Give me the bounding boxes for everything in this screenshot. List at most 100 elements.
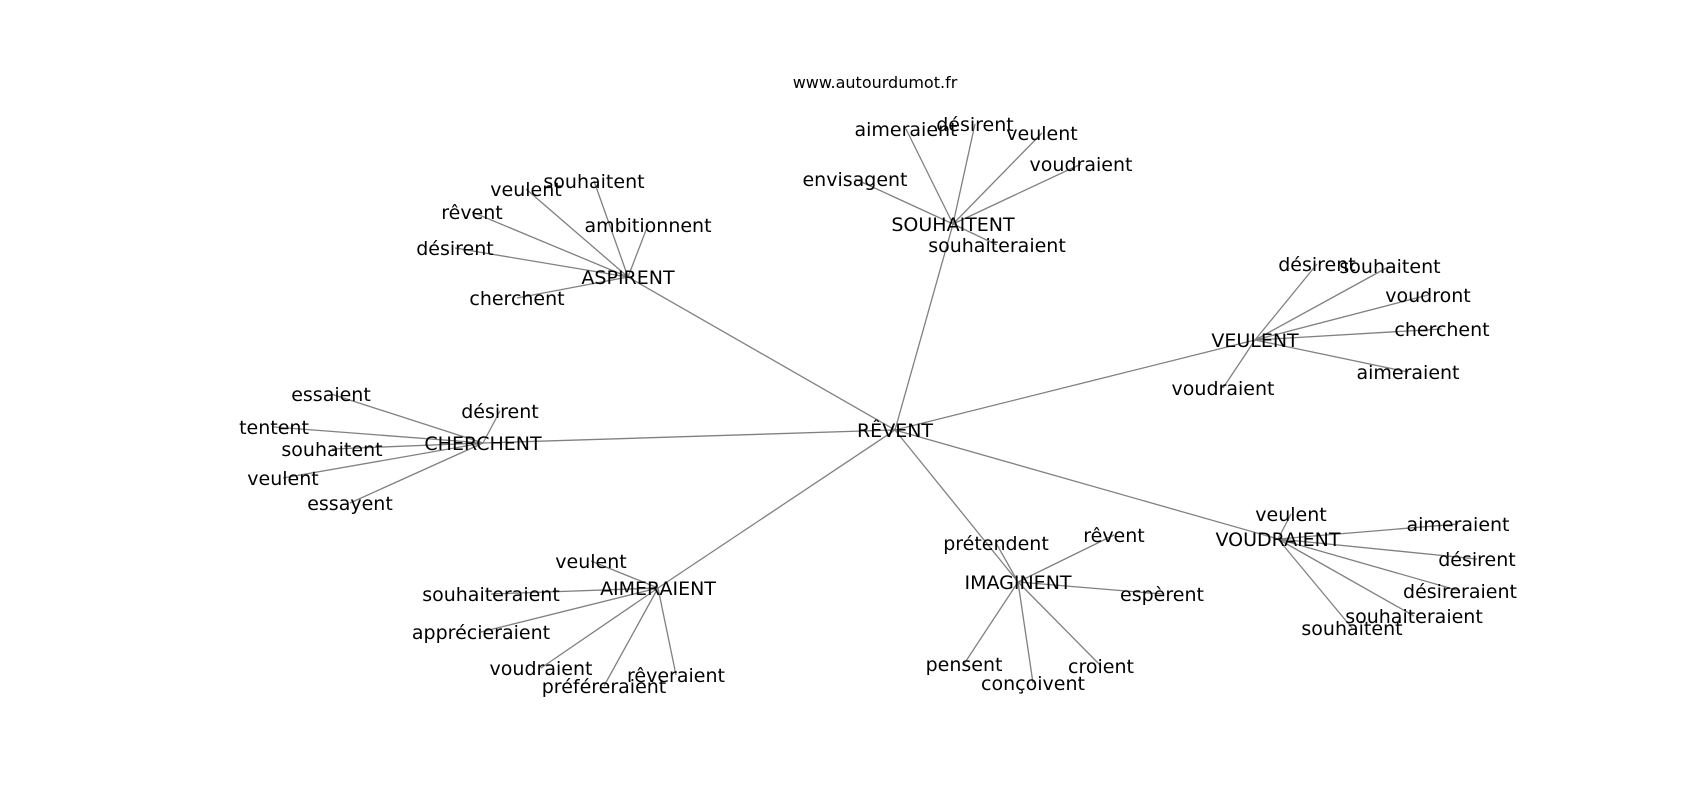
edge-hub-1-child-2 <box>952 132 1043 225</box>
edge-center-to-hub-0 <box>627 276 896 431</box>
edge-hub-2-child-4 <box>1254 339 1409 373</box>
leaf-word-4-4[interactable]: rêveraient <box>627 665 725 687</box>
leaf-word-0-1[interactable]: souhaitent <box>543 171 644 193</box>
leaf-word-5-2[interactable]: espèrent <box>1120 584 1204 606</box>
edge-hub-3-child-5 <box>349 442 484 504</box>
edge-hub-2-child-3 <box>1254 328 1443 341</box>
leaf-word-3-4[interactable]: veulent <box>247 468 318 490</box>
leaf-word-3-1[interactable]: désirent <box>461 401 539 423</box>
leaf-word-3-3[interactable]: souhaitent <box>281 439 382 461</box>
leaf-word-0-3[interactable]: ambitionnent <box>584 215 711 237</box>
edge-hub-5-child-3 <box>963 581 1019 665</box>
leaf-word-0-2[interactable]: rêvent <box>441 202 503 224</box>
edge-hub-2-child-2 <box>1254 294 1429 341</box>
edge-hub-4-child-4 <box>657 587 677 676</box>
leaf-word-1-1[interactable]: désirent <box>936 114 1014 136</box>
edge-center-to-hub-3 <box>482 429 896 444</box>
edge-hub-4-child-1 <box>490 587 659 595</box>
edge-hub-5-child-4 <box>1017 581 1102 667</box>
leaf-word-1-0[interactable]: aimeraient <box>854 119 957 141</box>
hub-word-1[interactable]: SOUHAITENT <box>891 214 1015 236</box>
leaf-word-4-0[interactable]: veulent <box>555 551 626 573</box>
edge-hub-5-child-0 <box>995 542 1019 583</box>
edge-hub-3-child-4 <box>282 442 484 479</box>
edge-hub-4-child-0 <box>590 560 659 589</box>
leaf-word-3-2[interactable]: tentent <box>239 417 309 439</box>
leaf-word-6-3[interactable]: désireraient <box>1403 581 1517 603</box>
leaf-word-0-4[interactable]: désirent <box>416 238 494 260</box>
edge-hub-1-child-0 <box>905 128 954 225</box>
leaf-word-5-0[interactable]: prétendent <box>943 533 1049 555</box>
leaf-word-4-2[interactable]: apprécieraient <box>412 622 550 644</box>
hub-word-6[interactable]: VOUDRAIENT <box>1215 529 1340 551</box>
edge-center-to-hub-5 <box>894 429 1019 583</box>
leaf-word-5-4[interactable]: croient <box>1068 656 1134 678</box>
leaf-word-1-5[interactable]: souhaiteraient <box>928 235 1066 257</box>
leaf-word-6-2[interactable]: désirent <box>1438 549 1516 571</box>
edge-hub-1-child-3 <box>952 163 1082 225</box>
edge-hub-2-child-0 <box>1254 263 1318 341</box>
edge-hub-6-child-2 <box>1277 538 1478 560</box>
edge-hub-0-child-4 <box>454 247 629 278</box>
edge-hub-3-child-2 <box>273 426 484 444</box>
leaf-word-6-0[interactable]: veulent <box>1255 504 1326 526</box>
leaf-word-5-3[interactable]: pensent <box>926 654 1003 676</box>
leaf-word-1-3[interactable]: voudraient <box>1030 154 1133 176</box>
leaf-word-3-0[interactable]: essaient <box>291 384 371 406</box>
leaf-word-1-2[interactable]: veulent <box>1006 123 1077 145</box>
leaf-word-3-5[interactable]: essayent <box>307 493 393 515</box>
leaf-word-0-5[interactable]: cherchent <box>469 288 564 310</box>
edge-center-to-hub-6 <box>894 429 1279 540</box>
edge-hub-4-child-2 <box>480 587 659 633</box>
edge-hub-1-child-5 <box>952 223 998 246</box>
leaf-word-4-1[interactable]: souhaiteraient <box>422 584 560 606</box>
edge-hub-1-child-1 <box>952 123 976 225</box>
leaf-word-4-5[interactable]: préféreraient <box>542 676 667 698</box>
leaf-word-6-5[interactable]: souhaitent <box>1301 618 1402 640</box>
hub-word-2[interactable]: VEULENT <box>1211 330 1299 352</box>
leaf-word-4-3[interactable]: voudraient <box>490 658 593 680</box>
edge-hub-3-child-0 <box>330 393 484 444</box>
leaf-word-2-3[interactable]: cherchent <box>1394 319 1489 341</box>
edge-center-to-hub-1 <box>894 223 954 431</box>
edge-hub-4-child-3 <box>540 587 659 669</box>
edge-hub-6-child-4 <box>1277 538 1415 617</box>
edge-hub-5-child-5 <box>1017 581 1034 684</box>
leaf-word-2-1[interactable]: souhaitent <box>1339 256 1440 278</box>
leaf-word-6-4[interactable]: souhaiteraient <box>1345 606 1483 628</box>
graph-edges <box>273 123 1478 687</box>
edge-hub-5-child-1 <box>1017 534 1115 583</box>
edge-hub-6-child-0 <box>1277 513 1292 540</box>
hub-word-0[interactable]: ASPIRENT <box>581 267 675 289</box>
leaf-word-5-1[interactable]: rêvent <box>1083 525 1145 547</box>
source-watermark: www.autourdumot.fr <box>793 73 958 92</box>
edge-hub-2-child-1 <box>1254 265 1391 341</box>
leaf-word-2-2[interactable]: voudront <box>1385 285 1470 307</box>
hub-word-5[interactable]: IMAGINENT <box>964 572 1071 594</box>
edge-hub-3-child-1 <box>482 410 501 444</box>
edge-hub-0-child-1 <box>593 180 629 278</box>
center-word[interactable]: RÊVENT <box>857 419 933 442</box>
edge-hub-2-child-5 <box>1222 339 1256 389</box>
edge-hub-4-child-5 <box>603 587 659 687</box>
hub-word-3[interactable]: CHERCHENT <box>424 433 542 455</box>
edge-center-to-hub-4 <box>657 429 896 589</box>
edge-hub-6-child-1 <box>1277 523 1459 540</box>
leaf-word-6-1[interactable]: aimeraient <box>1406 514 1509 536</box>
leaf-word-5-5[interactable]: conçoivent <box>981 673 1085 695</box>
edge-hub-0-child-3 <box>627 224 649 278</box>
hub-word-4[interactable]: AIMERAIENT <box>600 578 716 600</box>
leaf-word-0-0[interactable]: veulent <box>490 179 561 201</box>
edge-hub-5-child-2 <box>1017 581 1163 595</box>
edge-hub-0-child-5 <box>516 276 629 299</box>
leaf-word-1-4[interactable]: envisagent <box>802 169 907 191</box>
graph-labels: RÊVENTASPIRENTveulentsouhaitentrêventamb… <box>239 114 1517 698</box>
edge-center-to-hub-2 <box>894 339 1256 431</box>
edge-hub-3-child-3 <box>331 442 484 450</box>
leaf-word-2-4[interactable]: aimeraient <box>1356 362 1459 384</box>
edge-hub-0-child-0 <box>525 188 629 278</box>
leaf-word-2-5[interactable]: voudraient <box>1172 378 1275 400</box>
edge-hub-6-child-5 <box>1277 538 1353 629</box>
leaf-word-2-0[interactable]: désirent <box>1278 254 1356 276</box>
